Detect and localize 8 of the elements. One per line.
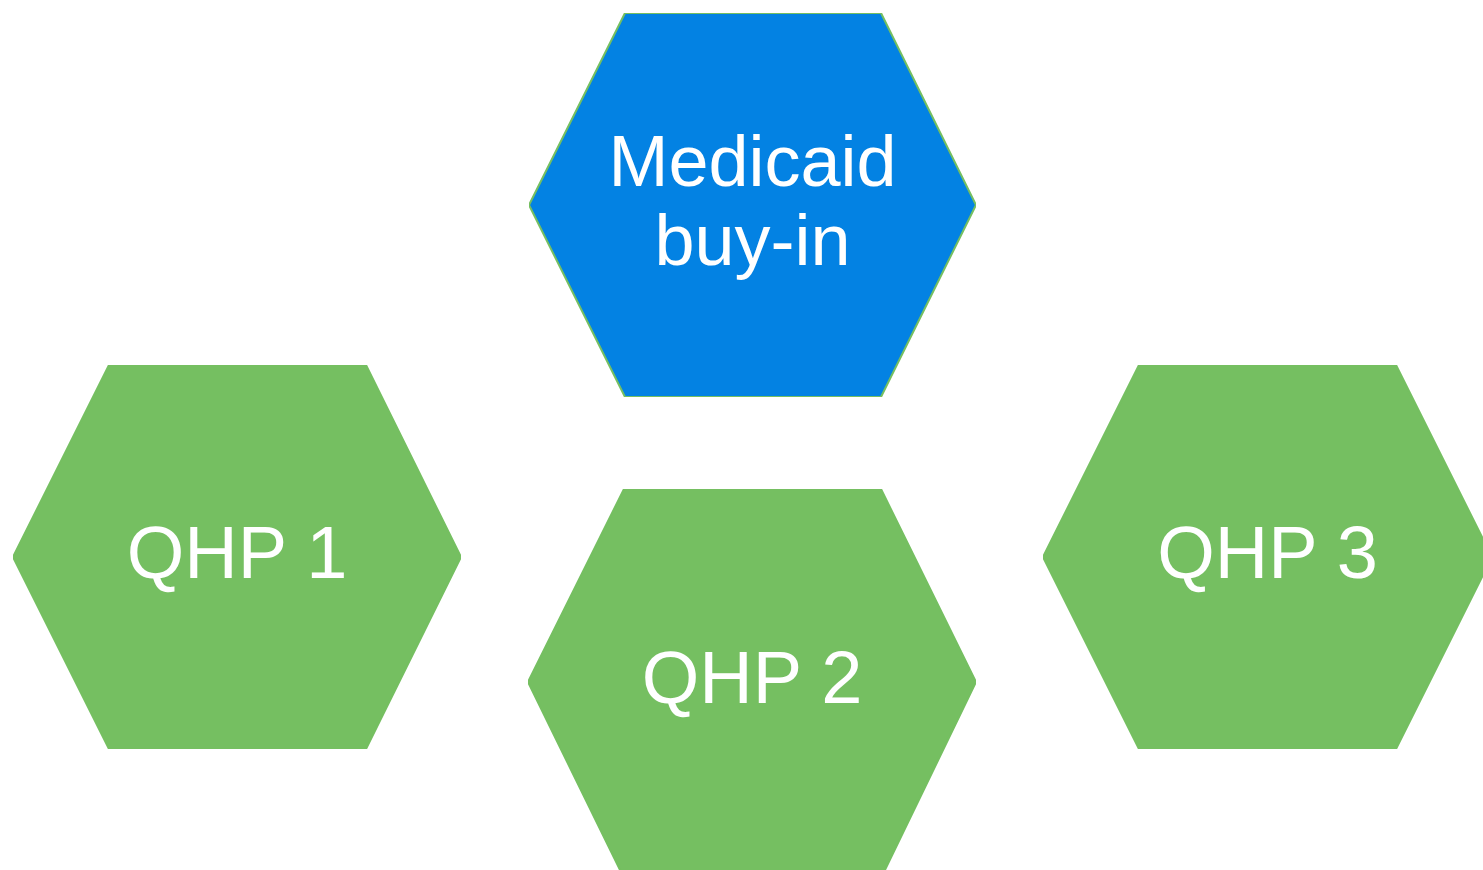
hexagon-node bbox=[529, 13, 976, 397]
node-label: QHP 3 bbox=[1156, 512, 1379, 594]
node-label: Medicaid buy-in bbox=[607, 121, 898, 281]
hexagon-node bbox=[1043, 365, 1483, 749]
node-label: QHP 2 bbox=[640, 636, 864, 719]
node-label: QHP 1 bbox=[125, 512, 349, 594]
hexagon-node bbox=[528, 489, 976, 870]
hexagon-node bbox=[13, 365, 461, 749]
